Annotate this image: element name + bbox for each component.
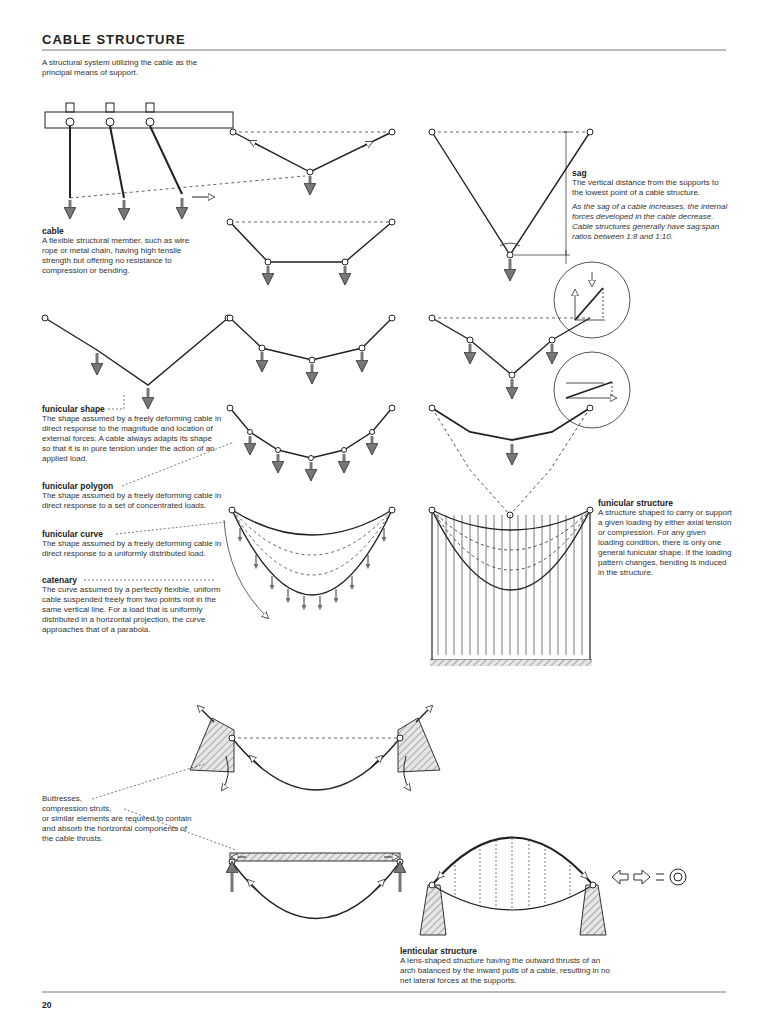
term-definition: A lens-shaped structure having the outwa… xyxy=(400,956,615,986)
intro-text: A structural system utilizing the cable … xyxy=(42,58,222,78)
note-text: Buttresses, xyxy=(42,794,82,804)
term-definition: The curve assumed by a perfectly flexibl… xyxy=(42,585,222,635)
term-heading: catenary xyxy=(42,575,77,585)
term-heading: cable xyxy=(42,226,64,236)
note-text: compression struts, xyxy=(42,804,111,814)
term-heading: funicular curve xyxy=(42,529,103,539)
term-heading: funicular shape xyxy=(42,404,105,414)
term-definition: A flexible structural member, such as wi… xyxy=(42,236,207,276)
term-definition: The shape assumed by a freely deforming … xyxy=(42,414,222,464)
term-definition: The shape assumed by a freely deforming … xyxy=(42,539,222,559)
page-number: 20 xyxy=(42,1000,51,1010)
term-heading: funicular polygon xyxy=(42,481,113,491)
term-heading: lenticular structure xyxy=(400,946,477,956)
term-definition: The vertical distance from the supports … xyxy=(572,178,732,198)
term-definition: The shape assumed by a freely deforming … xyxy=(42,491,222,511)
note-text: or similar elements are required to cont… xyxy=(42,814,192,844)
term-heading: funicular structure xyxy=(598,498,673,508)
term-heading: sag xyxy=(572,168,587,178)
term-definition: A structure shaped to carry or support a… xyxy=(598,508,733,578)
note-text: As the sag of a cable increases, the int… xyxy=(572,202,732,242)
page-title: CABLE STRUCTURE xyxy=(42,32,186,48)
